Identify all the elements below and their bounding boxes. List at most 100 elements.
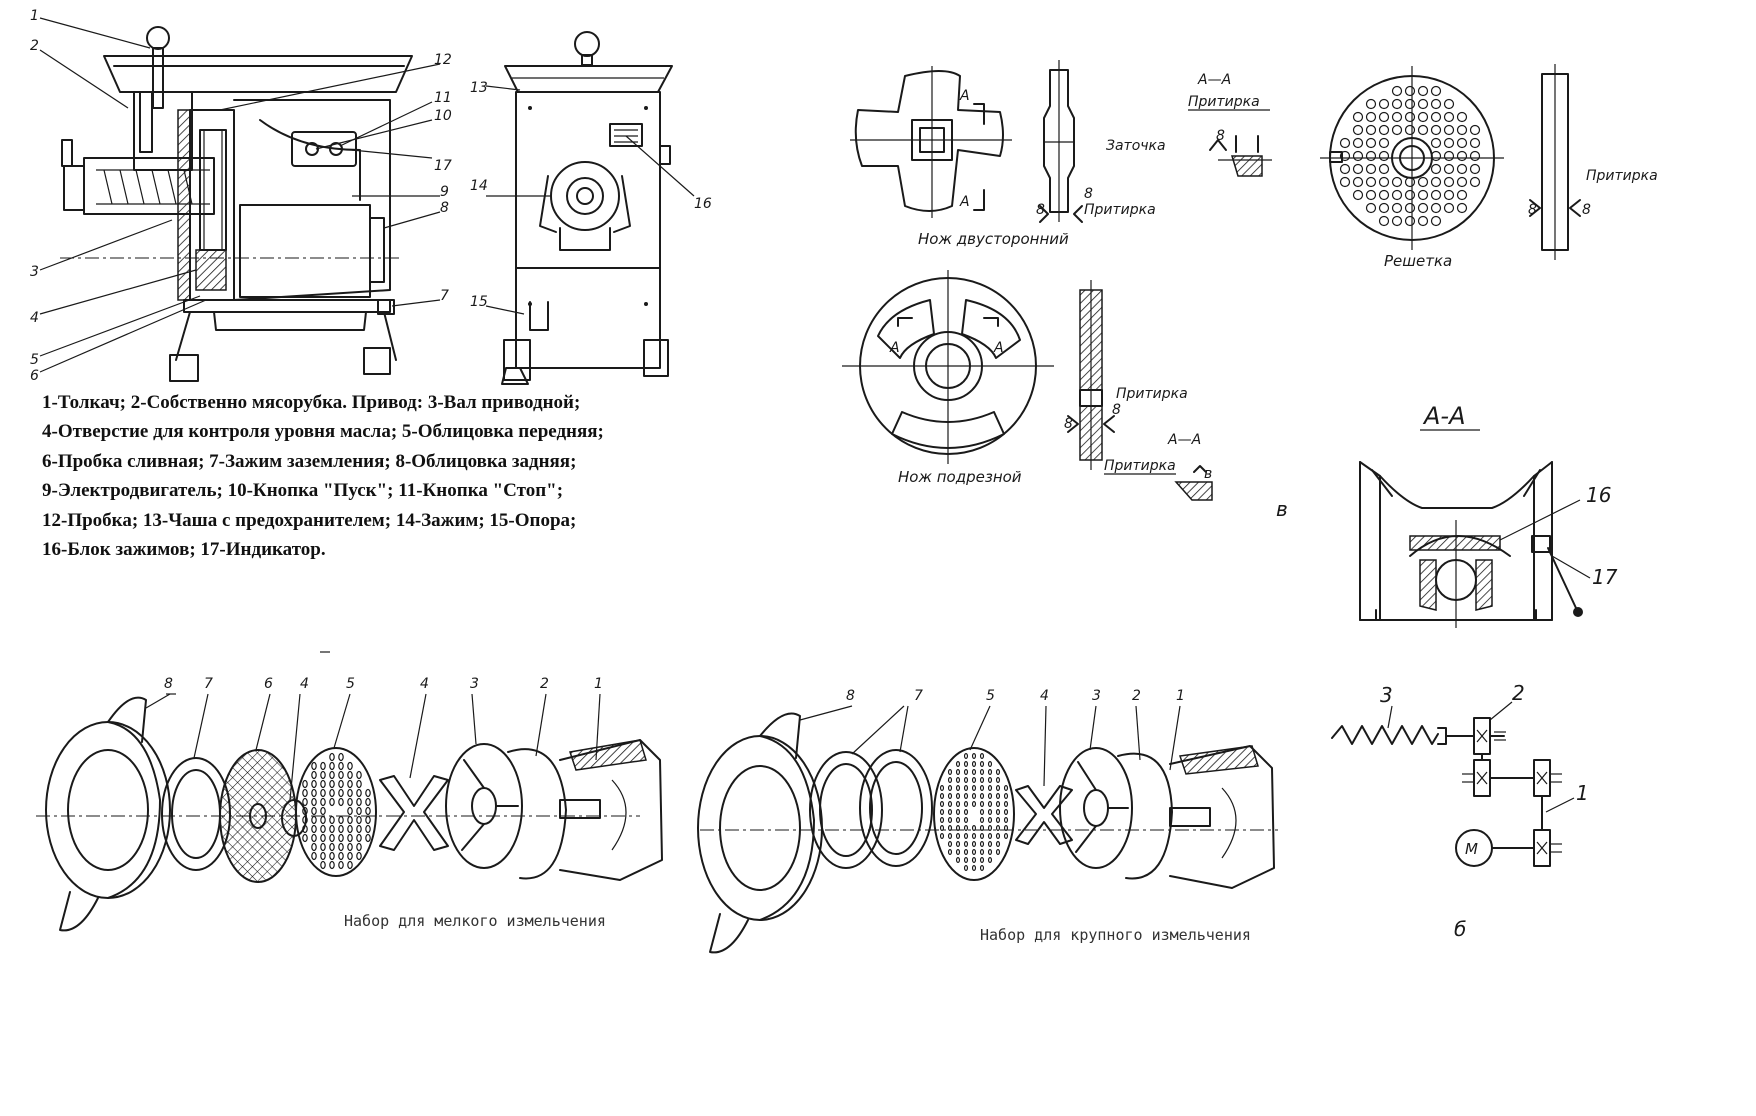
coarse-callout-1: 1 (1176, 688, 1185, 704)
grate-hole (1391, 189, 1403, 201)
grate-hole (995, 848, 1001, 855)
grate-hole (979, 800, 985, 807)
callout-16: 16 (694, 196, 712, 212)
grate-hole (995, 808, 1001, 815)
grate-hole (971, 800, 977, 807)
grate-hole (1003, 784, 1009, 791)
grate-hole (1430, 189, 1442, 201)
grate-hole (1456, 189, 1468, 201)
grate-labels: Притирка 8 8 Решетка (1384, 168, 1658, 270)
grate-hole (939, 800, 945, 807)
section-aa-letter: в (1276, 497, 1288, 521)
grate-hole (1365, 98, 1377, 110)
grate-hole (1391, 85, 1403, 97)
grate-hole (947, 808, 953, 815)
grate-hole (939, 832, 945, 839)
grate-hole (947, 800, 953, 807)
grate-hole (1443, 111, 1455, 123)
grate-hole (1456, 150, 1468, 162)
callout-10: 10 (434, 108, 452, 124)
grate-hole (302, 788, 308, 798)
callout-3: 3 (30, 264, 39, 280)
grate-hole (1456, 163, 1468, 175)
grate-hole (955, 768, 961, 775)
grate-hole (1430, 202, 1442, 214)
grate-hole (1365, 124, 1377, 136)
grate-hole (1443, 98, 1455, 110)
grate-hole (365, 797, 371, 807)
grate-hole (1417, 98, 1429, 110)
grate-hole (338, 860, 344, 870)
knife-undercut-caption: Нож подрезной (898, 468, 1022, 486)
grate-hole (979, 832, 985, 839)
grate-hole (971, 792, 977, 799)
grate-hole (329, 860, 335, 870)
grate-hole (320, 824, 326, 834)
grate-hole (963, 840, 969, 847)
section-aa-callout-17: 17 (1592, 565, 1618, 589)
grate-hole (347, 842, 353, 852)
callout-6: 6 (30, 368, 39, 384)
grate-hole (1003, 832, 1009, 839)
grate-hole (939, 808, 945, 815)
grate-hole (1417, 176, 1429, 188)
grate-hole (329, 824, 335, 834)
grate-hole (995, 816, 1001, 823)
grate-hole (1417, 85, 1429, 97)
grate-hole (311, 833, 317, 843)
grate-hole (1391, 124, 1403, 136)
coarse-callout-8: 8 (846, 688, 855, 704)
grate-hole (963, 848, 969, 855)
grate-hole (971, 848, 977, 855)
grate-hole (356, 815, 362, 825)
kinematic-callout-2: 2 (1512, 681, 1525, 705)
grate-hole (302, 824, 308, 834)
grate-hole (1404, 202, 1416, 214)
grate-hole (1430, 137, 1442, 149)
grate-hole (1443, 202, 1455, 214)
kinematic-motor: М (1465, 840, 1478, 858)
grate-hole (1417, 215, 1429, 227)
grate-hole (963, 784, 969, 791)
grate-hole (1365, 163, 1377, 175)
grate-hole (963, 864, 969, 871)
undercut-section-roughness: в (1204, 466, 1212, 482)
grate-hole (955, 760, 961, 767)
grate-hole (365, 815, 371, 825)
grate-hole (347, 788, 353, 798)
grate-hole (356, 806, 362, 816)
set-fine-caption: Набор для мелкого измельчения (344, 912, 606, 930)
grate-hole (995, 800, 1001, 807)
grate-hole (1339, 137, 1351, 149)
section-mark-a-bottom: А (959, 194, 970, 210)
grate-roughness-right: 8 (1582, 202, 1591, 218)
legend-line: 12-Пробка; 13-Чаша с предохранителем; 14… (42, 509, 577, 531)
grate-hole (320, 806, 326, 816)
grate-hole (1378, 98, 1390, 110)
grate-hole (955, 824, 961, 831)
kinematic-drawing (1331, 701, 1575, 867)
undercut-mark-a-right: А (993, 340, 1004, 356)
grate-hole (963, 768, 969, 775)
set-coarse-callouts: 8 7 5 4 3 2 1 Набор для крупного измельч… (846, 688, 1251, 944)
grate-hole (329, 797, 335, 807)
grate-hole (1430, 111, 1442, 123)
grate-hole (979, 784, 985, 791)
fine-callout-6: 6 (264, 676, 273, 692)
grate-hole (947, 816, 953, 823)
fine-callout-2: 2 (540, 676, 549, 692)
grate-hole (347, 761, 353, 771)
grate-hole (365, 806, 371, 816)
grate-hole (979, 848, 985, 855)
grate-hole (347, 779, 353, 789)
side-view-drawing (39, 17, 441, 382)
coarse-callout-3: 3 (1092, 688, 1101, 704)
grate-hole (995, 824, 1001, 831)
undercut-section-lapping: Притирка (1104, 458, 1176, 474)
grate-hole (979, 824, 985, 831)
callout-2: 2 (30, 38, 39, 54)
grate-hole (955, 792, 961, 799)
grate-hole (979, 856, 985, 863)
callout-17: 17 (434, 158, 452, 174)
coarse-callout-4: 4 (1040, 688, 1049, 704)
